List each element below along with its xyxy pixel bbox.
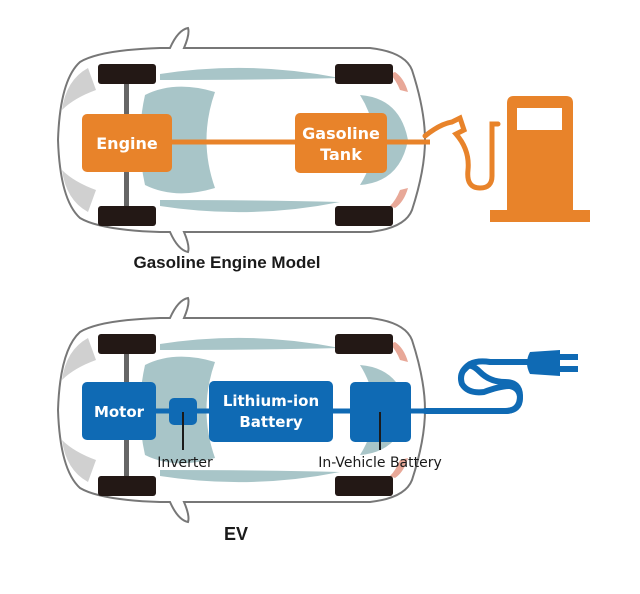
battery-label-line2: Battery bbox=[239, 413, 302, 431]
ev-caption: EV bbox=[224, 524, 248, 544]
tank-label-line2: Tank bbox=[320, 145, 362, 164]
engine-box bbox=[82, 114, 172, 172]
gas-pump-icon bbox=[422, 96, 590, 222]
gasoline-caption: Gasoline Engine Model bbox=[133, 253, 320, 272]
lithium-ion-battery-box bbox=[209, 381, 333, 442]
gasoline-tank-box bbox=[295, 113, 387, 173]
motor-label: Motor bbox=[94, 403, 145, 421]
ev-car: Motor Lithium-ion Battery Inverter In-Ve… bbox=[57, 297, 470, 523]
gasoline-car: Engine Gasoline Tank bbox=[57, 27, 430, 253]
engine-label: Engine bbox=[96, 134, 158, 153]
motor-box bbox=[82, 382, 156, 440]
inverter-callout: Inverter bbox=[157, 455, 213, 471]
inverter-box bbox=[169, 398, 197, 425]
in-vehicle-battery-callout: In-Vehicle Battery bbox=[318, 455, 442, 471]
battery-label-line1: Lithium-ion bbox=[223, 392, 319, 410]
power-plug-icon bbox=[422, 350, 578, 414]
tank-label-line1: Gasoline bbox=[302, 124, 380, 143]
